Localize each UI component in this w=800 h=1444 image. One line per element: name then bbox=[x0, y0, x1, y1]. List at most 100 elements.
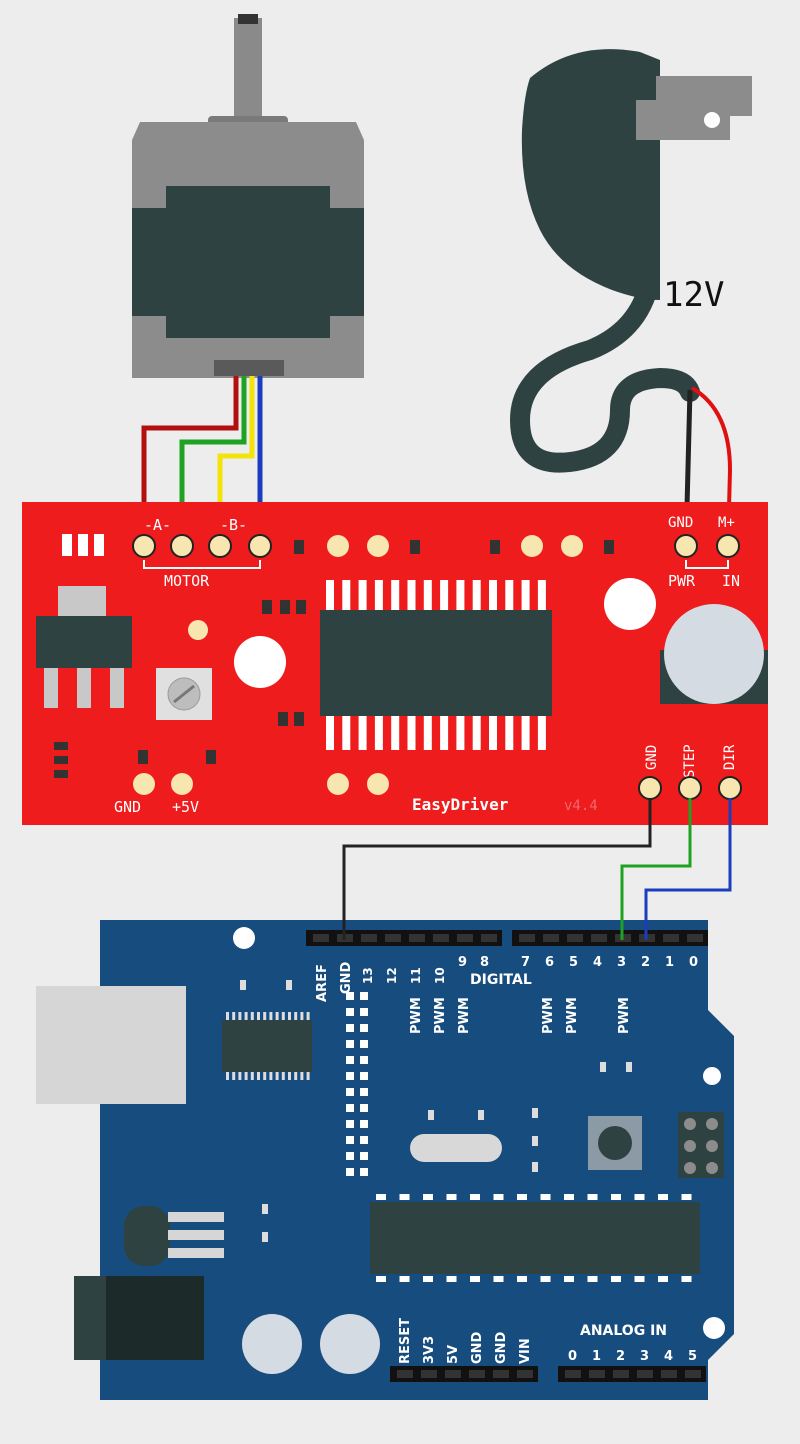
usb-chip-pin bbox=[288, 1012, 291, 1020]
mcu-pin bbox=[611, 1194, 621, 1200]
chip-pin bbox=[440, 716, 449, 750]
regulator-leg-1 bbox=[44, 668, 58, 708]
reset-label: RESET bbox=[398, 1318, 413, 1364]
pad-motor-a2 bbox=[170, 534, 194, 558]
header-socket bbox=[385, 934, 401, 942]
icsp-pin bbox=[706, 1140, 718, 1152]
coil-b-label: -B- bbox=[220, 516, 247, 534]
usb-chip-pin bbox=[244, 1012, 248, 1020]
chip-pin bbox=[456, 716, 465, 750]
pad-motor-b2 bbox=[248, 534, 272, 558]
capacitor-top bbox=[664, 604, 764, 704]
header-pad bbox=[346, 1136, 354, 1144]
pwm-6-label: PWM bbox=[541, 997, 556, 1034]
icsp-pin bbox=[684, 1118, 696, 1130]
header-pad bbox=[346, 1056, 354, 1064]
usb-chip-pin bbox=[232, 1072, 236, 1080]
smd-a6 bbox=[532, 1136, 538, 1146]
a2-label: 2 bbox=[616, 1349, 625, 1364]
mcu-pin bbox=[540, 1276, 551, 1282]
chip-pin bbox=[358, 716, 367, 750]
pin-7-label: 7 bbox=[521, 955, 530, 970]
usb-chip-pin bbox=[269, 1012, 273, 1020]
chip-pin bbox=[521, 580, 530, 612]
header-pad bbox=[346, 1120, 354, 1128]
board-version: v4.4 bbox=[564, 798, 598, 814]
header-socket bbox=[445, 1370, 461, 1378]
header-socket bbox=[687, 934, 703, 942]
chip-pin bbox=[374, 580, 383, 612]
smd-13 bbox=[138, 750, 148, 764]
motor-face bbox=[132, 186, 364, 338]
pad-motor-a1 bbox=[132, 534, 156, 558]
chip-pin bbox=[537, 580, 546, 612]
header-pad bbox=[360, 1040, 368, 1048]
pad-bottom-2 bbox=[367, 773, 389, 795]
chip-pin bbox=[423, 716, 432, 750]
chip-pin bbox=[440, 580, 449, 612]
header-socket bbox=[565, 1370, 581, 1378]
chip-pin bbox=[521, 716, 530, 750]
board-name: EasyDriver bbox=[412, 795, 508, 814]
wire-blue-dir bbox=[644, 798, 732, 940]
driver-chip bbox=[326, 580, 546, 750]
board-marker-3 bbox=[94, 534, 104, 556]
mcu-pin bbox=[517, 1276, 527, 1282]
header-strip bbox=[512, 930, 708, 946]
chip-pin bbox=[407, 716, 416, 750]
chip-pin bbox=[374, 716, 383, 750]
pwm-11-label: PWM bbox=[409, 997, 424, 1034]
pad-mid-1 bbox=[188, 620, 208, 640]
easydriver-board: -A- -B- MOTOR GND M+ PWR IN bbox=[22, 502, 768, 825]
chip-pin bbox=[472, 716, 481, 750]
chip-pin bbox=[505, 716, 514, 750]
reset-button-cap[interactable] bbox=[598, 1126, 632, 1160]
usb-chip-pin bbox=[275, 1012, 279, 1020]
pin-3-label: 3 bbox=[617, 955, 626, 970]
chip-pin bbox=[391, 580, 400, 612]
smd-9 bbox=[294, 712, 304, 726]
pad-top-3 bbox=[521, 535, 543, 557]
pwr-label: PWR bbox=[668, 572, 696, 590]
pin-8-label: 8 bbox=[480, 955, 489, 970]
usb-chip-pins bbox=[226, 1012, 310, 1080]
header-socket bbox=[517, 1370, 533, 1378]
chip-pin bbox=[489, 580, 497, 612]
mcu-pin bbox=[470, 1276, 480, 1282]
smd-7 bbox=[296, 600, 306, 614]
pad-pwr-plus bbox=[716, 534, 740, 558]
smd-8 bbox=[278, 712, 288, 726]
mcu-pins bbox=[376, 1194, 692, 1282]
pad-gnd-5v bbox=[133, 773, 155, 795]
wire-red-vplus bbox=[690, 386, 733, 547]
barrel-jack-face bbox=[74, 1276, 106, 1360]
smd-a3 bbox=[428, 1110, 434, 1120]
smd-14 bbox=[206, 750, 216, 764]
usb-chip-pin bbox=[250, 1072, 254, 1080]
mcu-pin bbox=[423, 1276, 433, 1282]
pin-11-label: 11 bbox=[409, 967, 423, 984]
mcu-pin bbox=[493, 1276, 504, 1282]
header-pad bbox=[360, 1024, 368, 1032]
header-pad bbox=[360, 1152, 368, 1160]
header-socket bbox=[543, 934, 559, 942]
pad-top-4 bbox=[561, 535, 583, 557]
microcontroller bbox=[370, 1202, 700, 1274]
pad-step bbox=[678, 776, 702, 800]
regulator-body bbox=[36, 616, 132, 668]
pin-10-label: 10 bbox=[433, 967, 447, 984]
analog-in-label: ANALOG IN bbox=[580, 1323, 667, 1339]
usb-chip-pin bbox=[257, 1012, 260, 1020]
board-marker-1 bbox=[62, 534, 72, 556]
header-pad bbox=[346, 1168, 354, 1176]
header-socket bbox=[519, 934, 535, 942]
header-socket bbox=[469, 1370, 485, 1378]
pin-12-label: 12 bbox=[385, 967, 399, 984]
aref-label: AREF bbox=[315, 964, 330, 1002]
header-socket bbox=[421, 1370, 437, 1378]
smd-a5 bbox=[532, 1108, 538, 1118]
usb-chip-pin bbox=[306, 1012, 310, 1020]
header-pad bbox=[360, 992, 368, 1000]
usb-chip-pin bbox=[238, 1072, 242, 1080]
